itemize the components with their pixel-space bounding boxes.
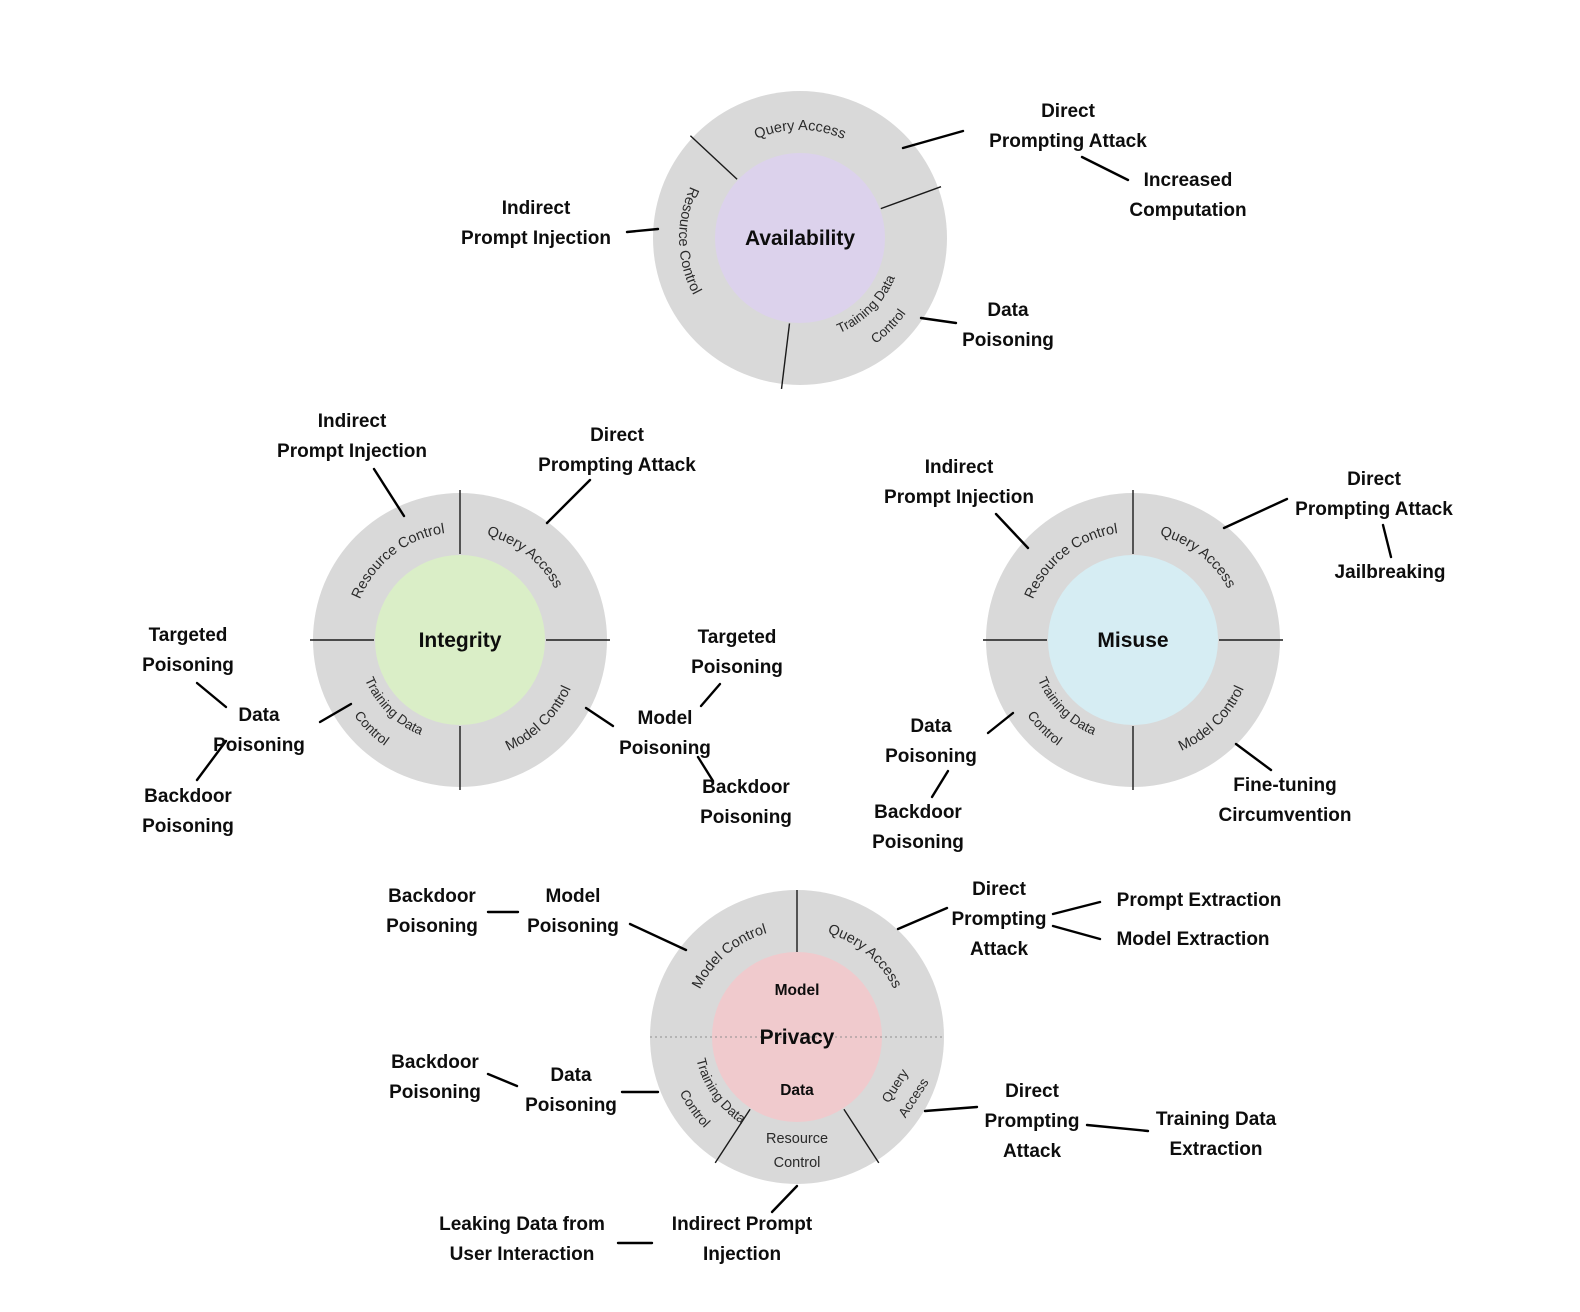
misuse-title: Misuse <box>1097 629 1168 652</box>
label-privacy-model-poisoning: Model Poisoning <box>527 886 619 937</box>
connector-line <box>923 1105 979 1113</box>
privacy-ring-label-resource-line2: Control <box>774 1155 821 1171</box>
label-privacy-leaking-data-user-interaction: Leaking Data from User Interaction <box>439 1214 605 1265</box>
label-integrity-targeted-poisoning-right: Targeted Poisoning <box>691 627 783 678</box>
connector-line <box>584 706 615 728</box>
label-integrity-backdoor-poisoning-right: Backdoor Poisoning <box>700 777 792 828</box>
connector-line <box>1080 155 1130 182</box>
connector-line <box>770 1184 799 1214</box>
connector-line <box>1051 900 1102 916</box>
label-privacy-prompt-extraction: Prompt Extraction <box>1116 890 1282 911</box>
segment-divider <box>880 186 942 210</box>
connector-line <box>1051 924 1102 941</box>
connector-line <box>545 478 592 525</box>
integrity-center-circle <box>375 555 545 725</box>
label-integrity-model-poisoning: Model Poisoning <box>619 708 711 759</box>
label-integrity-indirect-prompt-injection: Indirect Prompt Injection <box>277 411 427 462</box>
connector-line <box>930 769 950 799</box>
label-availability-increased-computation: Increased Computation <box>1129 170 1247 221</box>
label-misuse-backdoor-poisoning: Backdoor Poisoning <box>872 802 964 853</box>
label-privacy-data-poisoning: Data Poisoning <box>525 1065 617 1116</box>
connector-line <box>1234 742 1273 772</box>
label-misuse-data-poisoning: Data Poisoning <box>885 716 977 767</box>
connector-line <box>195 681 228 709</box>
privacy-donut: Model Control Query Access Training Data… <box>486 890 1150 1245</box>
connector-line <box>372 467 406 518</box>
label-privacy-backdoor-poisoning-data: Backdoor Poisoning <box>389 1052 481 1103</box>
label-integrity-backdoor-poisoning-left: Backdoor Poisoning <box>142 786 234 837</box>
connector-line <box>1085 1123 1150 1133</box>
label-misuse-indirect-prompt-injection: Indirect Prompt Injection <box>884 457 1034 508</box>
connector-line <box>896 906 949 931</box>
label-integrity-data-poisoning: Data Poisoning <box>213 705 305 756</box>
label-privacy-model-extraction: Model Extraction <box>1116 929 1270 950</box>
connector-line <box>1222 497 1289 530</box>
availability-donut: Query Access Resource Control Training D… <box>625 91 1130 389</box>
segment-divider <box>689 135 738 180</box>
connector-line <box>486 1072 519 1088</box>
segment-divider <box>843 1108 880 1164</box>
connector-line <box>195 739 228 782</box>
availability-title: Availability <box>745 227 855 250</box>
privacy-center-model-label: Model <box>775 982 820 999</box>
connector-line <box>986 711 1015 735</box>
segment-divider <box>714 1108 751 1164</box>
label-integrity-targeted-poisoning-left: Targeted Poisoning <box>142 625 234 676</box>
label-misuse-direct-prompting-attack: Direct Prompting Attack <box>1295 469 1453 520</box>
connector-line <box>628 922 688 952</box>
connector-line <box>696 755 715 783</box>
connector-line <box>1381 523 1393 559</box>
label-privacy-direct-prompting-attack-data: Direct Prompting Attack <box>984 1081 1080 1162</box>
connector-line <box>318 702 353 724</box>
misuse-donut: Resource Control Query Access Training D… <box>930 490 1393 799</box>
label-integrity-direct-prompting-attack: Direct Prompting Attack <box>538 425 696 476</box>
privacy-ring-label-resource-line1: Resource <box>766 1131 828 1147</box>
label-availability-indirect-prompt-injection: Indirect Prompt Injection <box>461 198 611 249</box>
label-privacy-indirect-prompt-injection: Indirect Prompt Injection <box>671 1214 813 1265</box>
privacy-center-data-label: Data <box>780 1082 814 1099</box>
label-privacy-direct-prompting-attack-model: Direct Prompting Attack <box>951 879 1047 960</box>
connector-line <box>994 512 1030 550</box>
connector-line <box>625 227 660 234</box>
privacy-title: Privacy <box>760 1026 835 1049</box>
segment-divider <box>780 323 791 389</box>
label-misuse-fine-tuning-circumvention: Fine-tuning Circumvention <box>1218 775 1352 826</box>
connector-line <box>699 682 722 708</box>
connector-line <box>901 129 965 150</box>
misuse-center-circle <box>1048 555 1218 725</box>
availability-center-circle <box>715 153 885 323</box>
label-availability-data-poisoning: Data Poisoning <box>962 300 1054 351</box>
connector-line <box>919 316 958 325</box>
label-privacy-backdoor-poisoning-model: Backdoor Poisoning <box>386 886 478 937</box>
label-availability-direct-prompting-attack: Direct Prompting Attack <box>989 101 1147 152</box>
integrity-title: Integrity <box>419 629 502 652</box>
label-privacy-training-data-extraction: Training Data Extraction <box>1155 1109 1277 1160</box>
integrity-donut: Resource Control Query Access Training D… <box>195 467 722 790</box>
label-misuse-jailbreaking: Jailbreaking <box>1334 562 1446 583</box>
